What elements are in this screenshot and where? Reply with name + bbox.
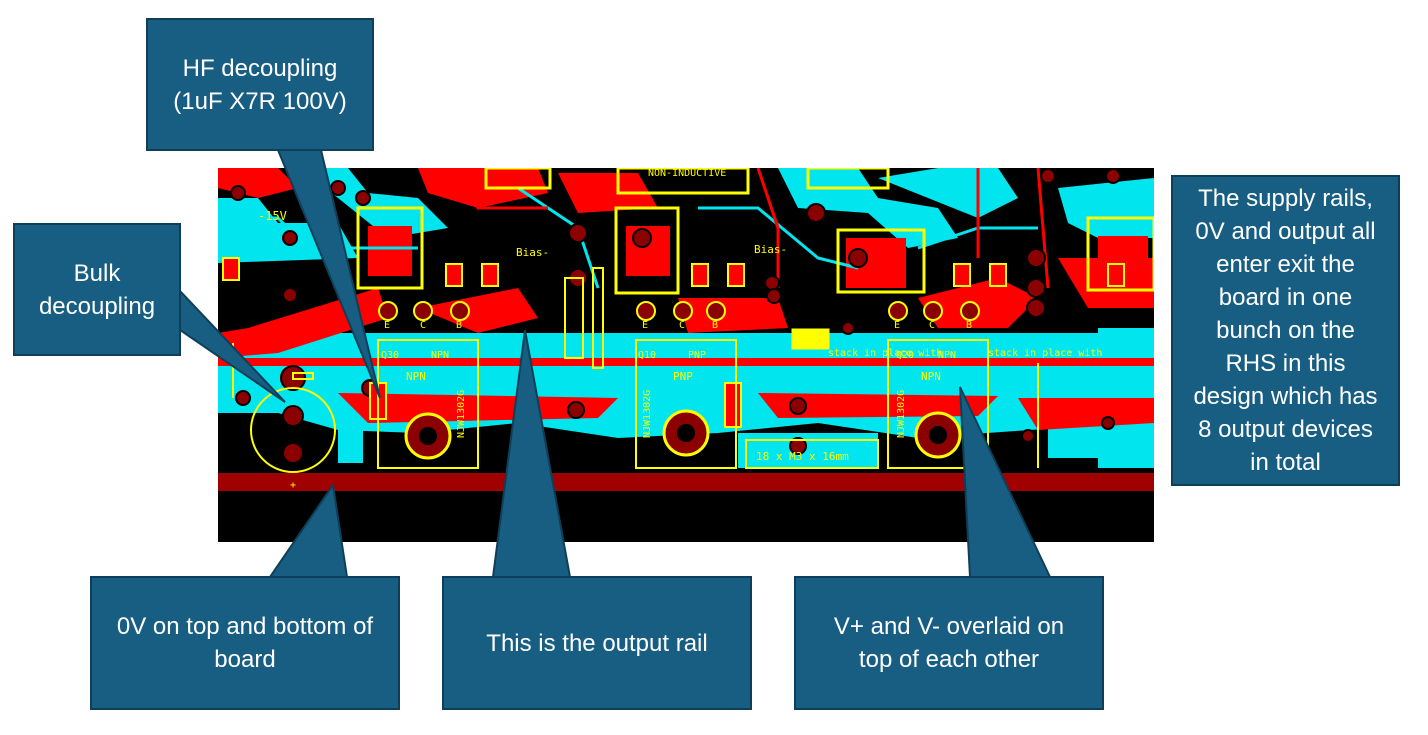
stack-note-a: stack in place with bbox=[828, 348, 942, 359]
pin-markers bbox=[378, 301, 980, 321]
q3-type-a: NPN bbox=[938, 350, 956, 361]
q1-pin-b: B bbox=[456, 320, 462, 331]
q2-type-a: PNP bbox=[688, 350, 706, 361]
q2-pin-c: C bbox=[679, 320, 685, 331]
pcb-layout-image: -15V Bias- Bias- NON-INDUCTIVE Q30 NPN N… bbox=[218, 166, 1156, 542]
q3-pin-e: E bbox=[894, 320, 900, 331]
top-center-label: NON-INDUCTIVE bbox=[648, 168, 726, 179]
hf-decoupling-text: HF decoupling (1uF X7R 100V) bbox=[173, 54, 347, 115]
q1-pin-c: C bbox=[420, 320, 426, 331]
v-overlaid-text: V+ and V- overlaid on top of each other bbox=[833, 613, 1065, 673]
q3-ref: Q20 bbox=[896, 350, 914, 361]
silkscreen-text: -15V Bias- Bias- NON-INDUCTIVE Q30 NPN N… bbox=[258, 168, 1102, 491]
q3-pin-c: C bbox=[929, 320, 935, 331]
q2-part: NJW1302G bbox=[642, 390, 653, 438]
output-rail-text: This is the output rail bbox=[486, 629, 708, 657]
rail-label: -15V bbox=[258, 209, 287, 223]
q3-pin-b: B bbox=[966, 320, 972, 331]
output-rail-callout: This is the output rail bbox=[442, 576, 752, 710]
pcb-artwork: -15V Bias- Bias- NON-INDUCTIVE Q30 NPN N… bbox=[218, 166, 1156, 542]
v-overlaid-callout: V+ and V- overlaid on top of each other bbox=[794, 576, 1104, 710]
smd-components bbox=[222, 257, 1125, 428]
zero-v-callout: 0V on top and bottom of board bbox=[90, 576, 400, 710]
q2-pin-e: E bbox=[642, 320, 648, 331]
q2-ref: Q10 bbox=[638, 350, 656, 361]
q3-part: NJW1302G bbox=[896, 390, 907, 438]
bias-label-left: Bias- bbox=[516, 246, 549, 259]
q1-pin-e: E bbox=[384, 320, 390, 331]
supply-rails-text: The supply rails, 0V and output all ente… bbox=[1193, 185, 1378, 476]
hf-decoupling-callout: HF decoupling (1uF X7R 100V) bbox=[146, 18, 374, 151]
screw-note: 18 x M3 x 16mm bbox=[756, 450, 849, 463]
supply-rails-callout: The supply rails, 0V and output all ente… bbox=[1171, 175, 1400, 486]
plus-mark: + bbox=[290, 480, 296, 491]
zero-v-text: 0V on top and bottom of board bbox=[116, 613, 374, 673]
q1-type-a: NPN bbox=[431, 350, 449, 361]
q1-part: NJW1302G bbox=[456, 390, 467, 438]
bias-label-right: Bias- bbox=[754, 243, 787, 256]
stack-note-b: stack in place with bbox=[988, 348, 1102, 359]
bulk-decoupling-callout: Bulk decoupling bbox=[13, 223, 181, 356]
q2-pin-b: B bbox=[712, 320, 718, 331]
output-device-pads bbox=[404, 409, 962, 460]
zero-v-rail bbox=[218, 473, 1154, 491]
bulk-decoupling-text: Bulk decoupling bbox=[38, 259, 156, 320]
q2-type-b: PNP bbox=[673, 370, 693, 383]
q3-type-b: NPN bbox=[921, 370, 941, 383]
q1-type-b: NPN bbox=[406, 370, 426, 383]
q1-ref: Q30 bbox=[381, 350, 399, 361]
